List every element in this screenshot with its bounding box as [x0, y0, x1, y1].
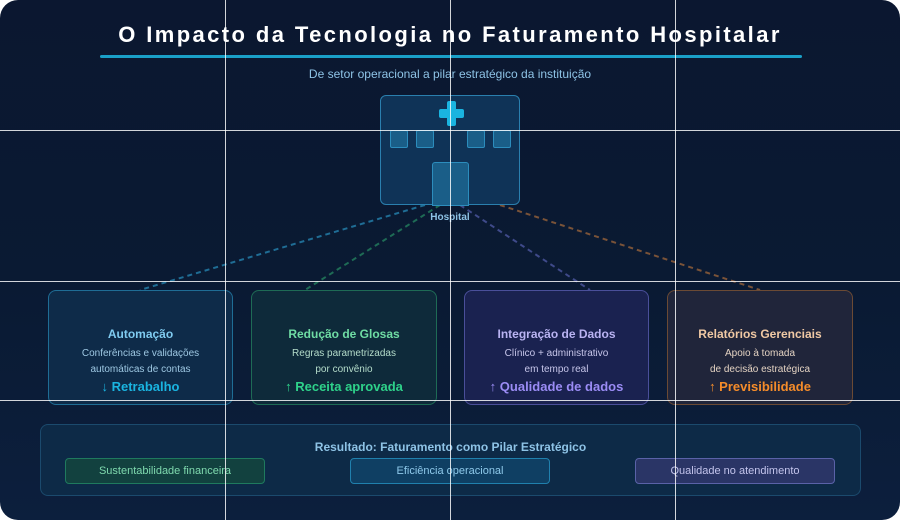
grid-line-vertical [225, 0, 226, 520]
hospital-label: Hospital [400, 212, 500, 223]
card-desc-line: Clínico + administrativo [504, 348, 609, 359]
grid-line-vertical [450, 0, 451, 520]
card-relatorios-gerenciais: Relatórios Gerenciais Apoio à tomada de … [667, 290, 853, 405]
card-desc-line: por convênio [315, 364, 373, 375]
card-desc-line: de decisão estratégica [709, 364, 811, 375]
card-description: Clínico + administrativo em tempo real [465, 346, 648, 378]
result-pill-qualidade: Qualidade no atendimento [635, 458, 835, 484]
grid-line-horizontal [0, 400, 900, 401]
card-metric: ↑ Receita aprovada [285, 379, 403, 394]
hospital-window [390, 130, 408, 148]
card-integracao-dados: Integração de Dados Clínico + administra… [464, 290, 649, 405]
card-automacao: Automação Conferências e validações auto… [48, 290, 233, 405]
connector-integracao [459, 204, 591, 291]
card-desc-line: em tempo real [524, 364, 589, 375]
medical-cross-icon-bar [439, 109, 464, 118]
hospital-window [467, 130, 485, 148]
card-desc-line: Regras parametrizadas [292, 348, 396, 359]
diagram-title: O Impacto da Tecnologia no Faturamento H… [118, 22, 782, 47]
card-desc-line: Conferências e validações [81, 348, 200, 359]
card-description: Apoio à tomada de decisão estratégica [668, 346, 852, 378]
card-title: Automação [107, 327, 174, 341]
connector-automacao [139, 204, 426, 291]
card-metric: ↑ Qualidade de dados [489, 379, 624, 394]
card-desc-line: automáticas de contas [90, 364, 191, 375]
result-pill-sustentabilidade: Sustentabilidade financeira [65, 458, 265, 484]
grid-line-horizontal [0, 130, 900, 131]
grid-line-vertical [675, 0, 676, 520]
card-metric: ↓ Retrabalho [101, 379, 180, 394]
hospital-window [493, 130, 511, 148]
card-title: Integração de Dados [497, 327, 616, 341]
diagram-subtitle: De setor operacional a pilar estratégico… [308, 67, 592, 81]
title-underline [100, 55, 802, 58]
hospital-window [416, 130, 434, 148]
connector-relatorios [499, 204, 761, 291]
card-description: Regras parametrizadas por convênio [252, 346, 436, 378]
grid-line-horizontal [0, 281, 900, 282]
card-title: Redução de Glosas [288, 327, 400, 341]
card-metric: ↑ Previsibilidade [709, 379, 811, 394]
card-title: Relatórios Gerenciais [698, 327, 822, 341]
card-reducao-glosas: Redução de Glosas Regras parametrizadas … [251, 290, 437, 405]
card-desc-line: Apoio à tomada [724, 348, 796, 359]
card-description: Conferências e validações automáticas de… [49, 346, 232, 378]
